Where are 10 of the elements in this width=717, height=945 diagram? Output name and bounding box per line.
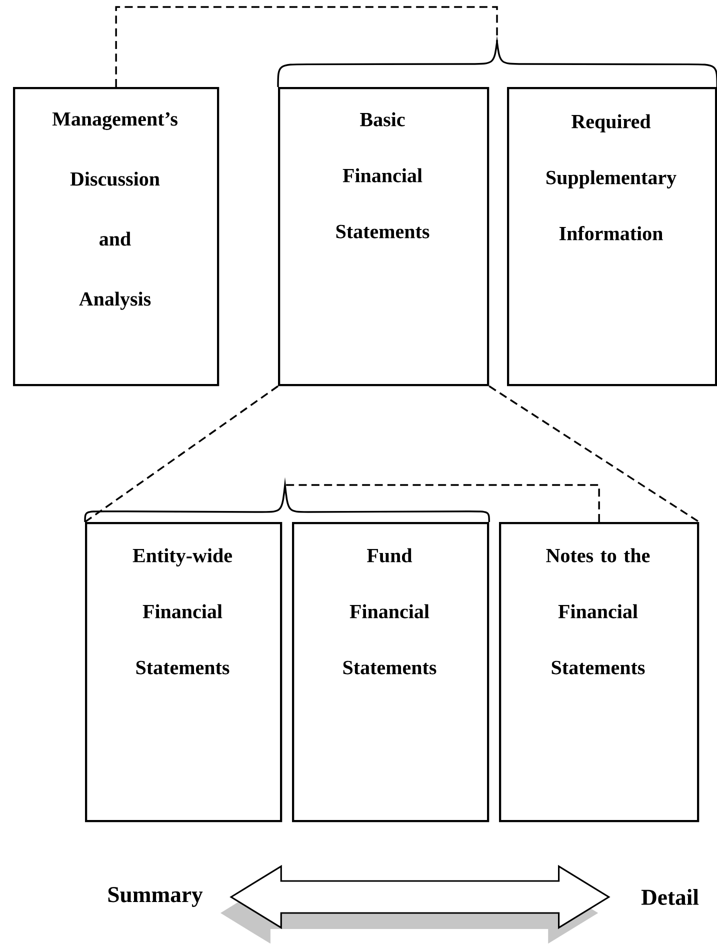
text-box: Management’s Discussion and Analysis (13, 86, 220, 386)
dashed-line (488, 385, 700, 523)
axis-label: Summary (108, 887, 203, 907)
text-box: Fund Financial Statements (292, 522, 490, 822)
text-box: Required Supplementary Information (507, 86, 717, 386)
text-box: Notes to the Financial Statements (499, 522, 700, 822)
text-box: Basic Financial Statements (278, 86, 490, 386)
axis-label: Detail (641, 889, 699, 905)
text-box: Entity-wide Financial Statements (85, 522, 282, 822)
dashed-line (84, 385, 278, 523)
